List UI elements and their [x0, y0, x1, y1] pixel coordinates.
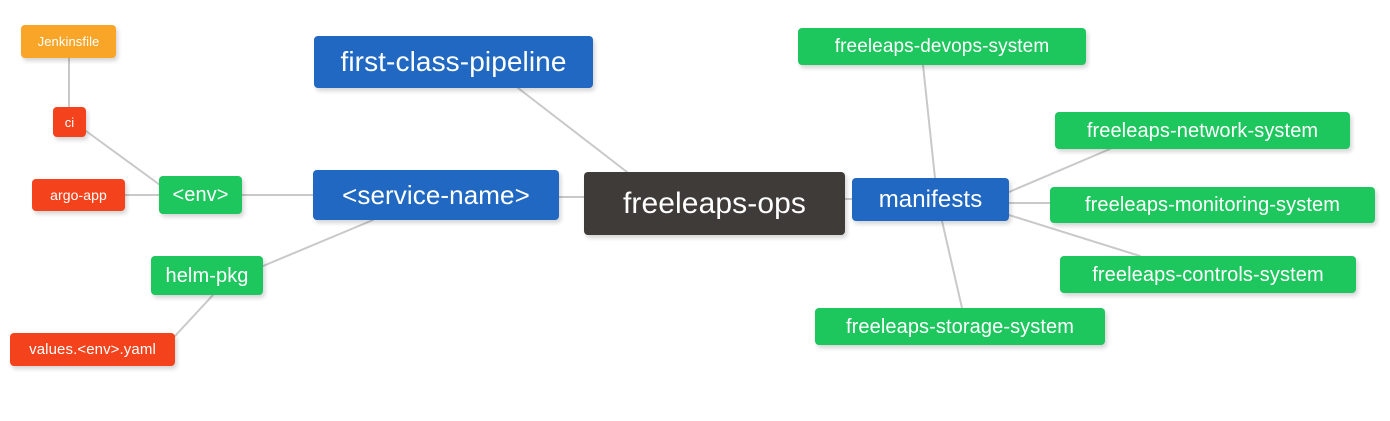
node-label: freeleaps-monitoring-system — [1084, 194, 1340, 216]
edge-manifests-to-freeleaps-devops-system — [922, 64, 936, 179]
mindmap-node-freeleaps-ops[interactable]: freeleaps-ops — [584, 172, 845, 235]
node-label: ci — [64, 114, 75, 130]
node-label: Jenkinsfile — [37, 34, 100, 49]
mindmap-node-service-name[interactable]: <service-name> — [313, 170, 559, 220]
node-label: helm-pkg — [165, 264, 249, 287]
mindmap-node-ci[interactable]: ci — [53, 107, 86, 137]
edge-manifests-to-freeleaps-storage-system — [941, 220, 963, 309]
node-label: freeleaps-devops-system — [834, 36, 1050, 57]
node-label: first-class-pipeline — [340, 46, 567, 77]
mindmap-node-first-class-pipeline[interactable]: first-class-pipeline — [314, 36, 593, 88]
node-label: argo-app — [50, 187, 107, 203]
mindmap-node-helm-pkg[interactable]: helm-pkg — [151, 256, 263, 295]
mindmap-node-freeleaps-network-system[interactable]: freeleaps-network-system — [1055, 112, 1350, 149]
node-label: <env> — [172, 184, 229, 206]
edge-ci-to-env — [85, 130, 161, 186]
node-label: freeleaps-storage-system — [845, 315, 1075, 338]
node-label: <service-name> — [342, 180, 530, 210]
mindmap-node-freeleaps-storage-system[interactable]: freeleaps-storage-system — [815, 308, 1105, 345]
node-label: manifests — [878, 185, 983, 213]
mindmap-node-freeleaps-monitoring-system[interactable]: freeleaps-monitoring-system — [1050, 187, 1375, 223]
edge-manifests-to-freeleaps-network-system — [1008, 148, 1111, 193]
mindmap-node-manifests[interactable]: manifests — [852, 178, 1009, 221]
node-label: values.<env>.yaml — [29, 341, 156, 358]
mindmap-node-freeleaps-devops-system[interactable]: freeleaps-devops-system — [798, 28, 1086, 65]
node-label: freeleaps-controls-system — [1092, 263, 1324, 286]
mindmap-node-values-yaml[interactable]: values.<env>.yaml — [10, 333, 175, 366]
edge-helm-pkg-to-service-name — [262, 219, 374, 267]
mindmap-node-freeleaps-controls-system[interactable]: freeleaps-controls-system — [1060, 256, 1356, 293]
mindmap-node-env[interactable]: <env> — [159, 176, 242, 214]
node-label: freeleaps-ops — [622, 186, 807, 220]
node-label: freeleaps-network-system — [1086, 119, 1319, 142]
edge-values-yaml-to-helm-pkg — [174, 294, 214, 337]
mindmap-node-argo-app[interactable]: argo-app — [32, 179, 125, 211]
edge-first-class-pipeline-to-freeleaps-ops — [517, 87, 628, 173]
mindmap-node-jenkinsfile[interactable]: Jenkinsfile — [21, 25, 116, 58]
